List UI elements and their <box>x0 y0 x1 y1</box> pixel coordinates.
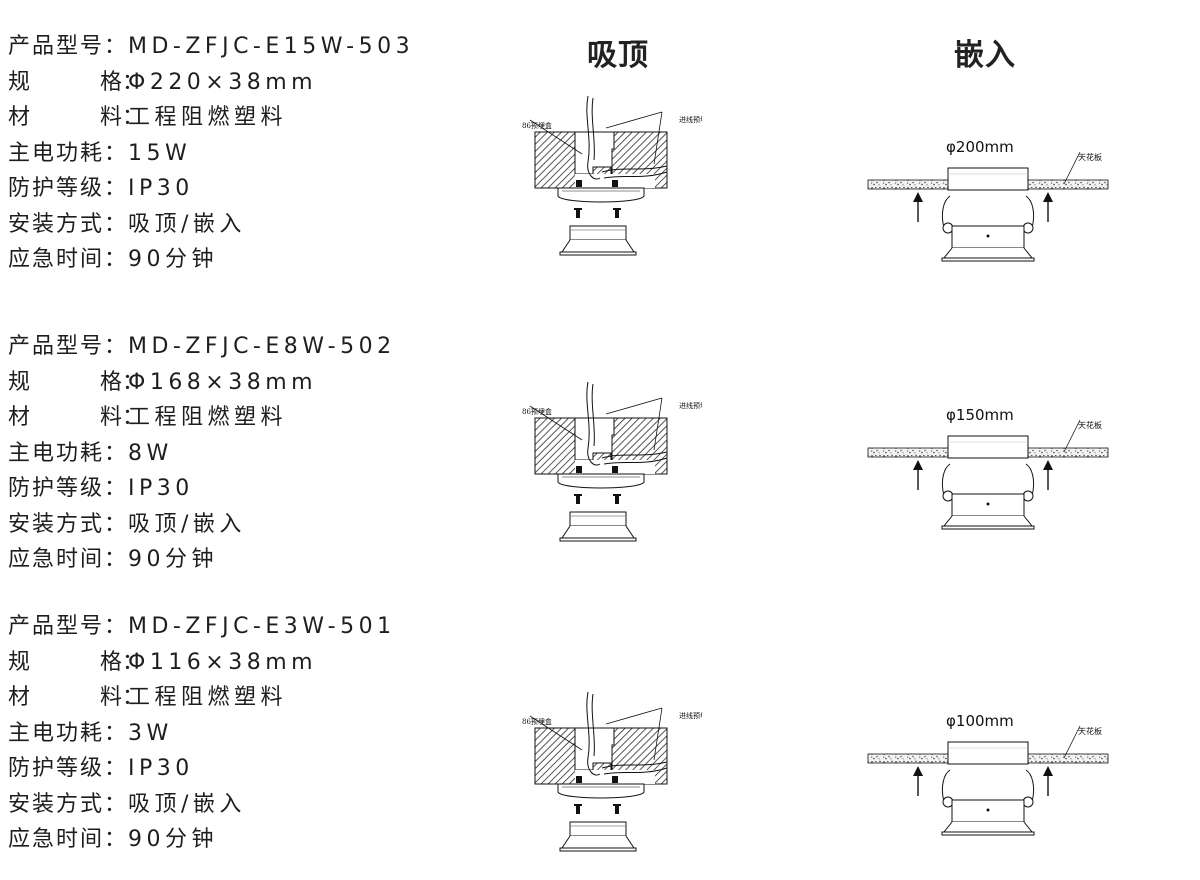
spec-label-b: 格： <box>100 649 145 675</box>
ip-value: IP30 <box>128 756 194 781</box>
ip-value: IP30 <box>128 176 194 201</box>
model-value: MD-ZFJC-E15W-503 <box>128 34 415 59</box>
install-value: 吸顶/嵌入 <box>128 211 246 237</box>
power-row: 主电功耗：15W <box>8 136 478 172</box>
power-row: 主电功耗：8W <box>8 436 478 472</box>
emergency-row: 应急时间：90分钟 <box>8 822 478 858</box>
material-row: 材 料：工程阻燃塑料 <box>8 100 478 136</box>
power-value: 3W <box>128 720 173 746</box>
emergency-label: 应急时间： <box>8 247 129 272</box>
ip-row: 防护等级：IP30 <box>8 471 478 507</box>
spec-value: Φ168×38mm <box>128 369 318 395</box>
spec-value: Φ116×38mm <box>128 649 318 675</box>
install-row: 安装方式：吸顶/嵌入 <box>8 787 478 823</box>
product-spec-503: 产品型号：MD-ZFJC-E15W-503 规 格：Φ220×38mm 材 料：工程… <box>8 29 478 278</box>
ip-label: 防护等级： <box>8 756 129 781</box>
material-value: 工程阻燃塑料 <box>128 105 288 130</box>
power-label: 主电功耗： <box>8 720 129 746</box>
model-row: 产品型号：MD-ZFJC-E8W-502 <box>8 329 478 365</box>
surface-mount-heading: 吸顶 <box>587 38 649 73</box>
surface-mount-diagram-502: 86预埋盒 进线预埋管 <box>522 381 702 542</box>
material-label-b: 料： <box>100 685 145 710</box>
install-label: 安装方式： <box>8 511 129 537</box>
emergency-value: 90分钟 <box>128 547 218 572</box>
product-spec-502: 产品型号：MD-ZFJC-E8W-502 规 格：Φ168×38mm 材 料：工程阻… <box>8 329 478 578</box>
product-spec-501: 产品型号：MD-ZFJC-E3W-501 规 格：Φ116×38mm 材 料：工程阻… <box>8 609 478 858</box>
material-value: 工程阻燃塑料 <box>128 685 288 710</box>
install-row: 安装方式：吸顶/嵌入 <box>8 507 478 543</box>
model-row: 产品型号：MD-ZFJC-E3W-501 <box>8 609 478 645</box>
install-value: 吸顶/嵌入 <box>128 791 246 817</box>
material-value: 工程阻燃塑料 <box>128 405 288 430</box>
spec-label-a: 规 <box>8 369 31 395</box>
recessed-mount-heading: 嵌入 <box>954 38 1016 73</box>
power-value: 15W <box>128 140 192 166</box>
spec-label-b: 格： <box>100 69 145 95</box>
emergency-label: 应急时间： <box>8 547 129 572</box>
conduit-label: 进线预埋管 <box>679 401 702 410</box>
model-label: 产品型号： <box>8 614 129 639</box>
spec-row: 规 格：Φ220×38mm <box>8 65 478 101</box>
emergency-row: 应急时间：90分钟 <box>8 542 478 578</box>
install-value: 吸顶/嵌入 <box>128 511 246 537</box>
recessed-mount-diagram-503: φ200mm 天花板 <box>867 138 1109 262</box>
conduit-label: 进线预埋管 <box>679 115 702 124</box>
emergency-value: 90分钟 <box>128 827 218 852</box>
cutout-dimension: φ150mm <box>946 406 1014 424</box>
emergency-row: 应急时间：90分钟 <box>8 242 478 278</box>
spec-label-a: 规 <box>8 649 31 675</box>
spec-label-b: 格： <box>100 369 145 395</box>
material-label-a: 材 <box>8 685 31 710</box>
ip-row: 防护等级：IP30 <box>8 751 478 787</box>
junction-box-label: 86预埋盒 <box>522 121 552 130</box>
spec-label-a: 规 <box>8 69 31 95</box>
spec-row: 规 格：Φ116×38mm <box>8 645 478 681</box>
model-row: 产品型号：MD-ZFJC-E15W-503 <box>8 29 478 65</box>
recessed-mount-diagram-501: φ100mm 天花板 <box>867 712 1109 836</box>
cutout-dimension: φ100mm <box>946 712 1014 730</box>
model-value: MD-ZFJC-E3W-501 <box>128 614 396 639</box>
model-label: 产品型号： <box>8 334 129 359</box>
power-label: 主电功耗： <box>8 440 129 466</box>
ip-row: 防护等级：IP30 <box>8 171 478 207</box>
ip-label: 防护等级： <box>8 176 129 201</box>
conduit-label: 进线预埋管 <box>679 711 702 720</box>
material-label-b: 料： <box>100 405 145 430</box>
model-value: MD-ZFJC-E8W-502 <box>128 334 396 359</box>
install-row: 安装方式：吸顶/嵌入 <box>8 207 478 243</box>
surface-mount-diagram-501: 86预埋盒 进线预埋管 <box>522 691 702 852</box>
material-label-b: 料： <box>100 105 145 130</box>
material-row: 材 料：工程阻燃塑料 <box>8 400 478 436</box>
material-label-a: 材 <box>8 105 31 130</box>
ip-label: 防护等级： <box>8 476 129 501</box>
material-label-a: 材 <box>8 405 31 430</box>
power-label: 主电功耗： <box>8 140 129 166</box>
recessed-mount-diagram-502: φ150mm 天花板 <box>867 406 1109 530</box>
junction-box-label: 86预埋盒 <box>522 717 552 726</box>
emergency-value: 90分钟 <box>128 247 218 272</box>
install-label: 安装方式： <box>8 791 129 817</box>
install-label: 安装方式： <box>8 211 129 237</box>
emergency-label: 应急时间： <box>8 827 129 852</box>
ceiling-label: 天花板 <box>1078 420 1102 430</box>
ip-value: IP30 <box>128 476 194 501</box>
model-label: 产品型号： <box>8 34 129 59</box>
surface-mount-diagram-503: 86预埋盒 进线预埋管 <box>522 95 702 256</box>
ceiling-label: 天花板 <box>1078 726 1102 736</box>
power-value: 8W <box>128 440 173 466</box>
spec-value: Φ220×38mm <box>128 69 318 95</box>
cutout-dimension: φ200mm <box>946 138 1014 156</box>
power-row: 主电功耗：3W <box>8 716 478 752</box>
spec-row: 规 格：Φ168×38mm <box>8 365 478 401</box>
junction-box-label: 86预埋盒 <box>522 407 552 416</box>
material-row: 材 料：工程阻燃塑料 <box>8 680 478 716</box>
ceiling-label: 天花板 <box>1078 152 1102 162</box>
